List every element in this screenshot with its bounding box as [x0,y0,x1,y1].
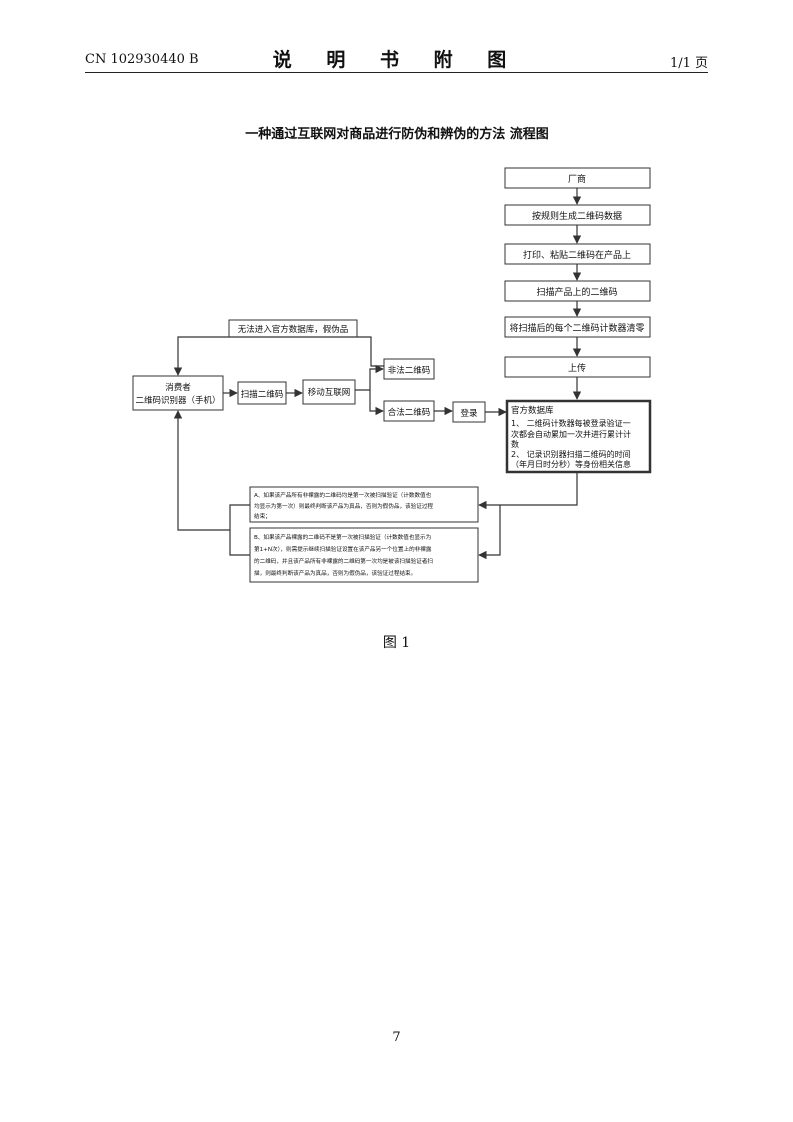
rule-b-line-2: 第1+N次），则需提示继续扫描验证设置在该产品另一个位置上的非裸露 [254,545,432,553]
database-line-1: 1、 二维码计数器每被登录验证一 [511,418,631,428]
consumer-label-line-2: 二维码识别器（手机） [135,395,220,406]
login-label: 登录 [460,408,478,419]
rule-b-line-4: 描，则最终判断该产品为真品，否则为假伪品，该验证过程结束。 [254,569,416,577]
rule-a-line-3: 结束； [254,512,271,520]
manufacturer-label: 厂商 [568,173,586,185]
patent-number: CN 102930440 B [85,52,199,67]
scan-product-qr-label: 扫描产品上的二维码 [536,286,617,298]
database-line-4: 2、 记录识别器扫描二维码的时间 [511,449,631,459]
page-number: 7 [392,1030,401,1045]
arrow-internet-to-illegal [355,364,384,391]
arrow-internet-to-legal [369,390,384,416]
mobile-internet-box [302,379,356,405]
database-line-3: 数 [511,439,519,449]
section-title: 说 明 书 附 图 [272,49,521,71]
legal-qr-label: 合法二维码 [388,407,431,418]
rule-a-line-1: A、如果该产品所有非裸露的二维码均是第一次被扫描验证（计数数值也 [254,491,432,499]
rule-b-box [249,527,479,583]
print-paste-label: 打印、粘贴二维码在产品上 [523,249,631,261]
consumer-box [132,375,224,411]
scan-qr-label: 扫描二维码 [241,389,284,400]
rule-b-line-1: B、如果该产品裸露的二维码不是第一次被扫描验证（计数数值也显示为 [254,533,432,541]
arrow-database-to-rule-a [478,472,578,510]
generate-qr-label: 按规则生成二维码数据 [532,210,622,222]
rule-a-box [249,486,479,523]
database-line-2: 次都会自动累加一次并进行累计计 [511,429,631,439]
line-rule-b-to-consumer [229,530,250,556]
consumer-label-line-1: 消费者 [165,382,191,393]
arrow-illegal-to-consumer [173,336,384,376]
header-rule [85,72,708,73]
arrow-database-to-rule-b [478,505,501,560]
rule-a-line-2: 均显示为第一次）则最终判断该产品为真品，否则为假伪品，该验证过程 [254,502,433,510]
database-title: 官方数据库 [511,405,554,416]
figure-caption: 图 1 [382,635,411,651]
flowchart-title: 一种通过互联网对商品进行防伪和辨伪的方法 流程图 [245,126,549,142]
rule-b-line-3: 的二维码，并且该产品所有非裸露的二维码第一次均是被该扫描验证者扫 [254,557,433,565]
illegal-qr-box [383,358,435,380]
database-line-5: （年月日时分秒）等身份相关信息 [511,459,631,469]
no-access-label: 无法进入官方数据库，假伪品 [238,324,349,335]
reset-counter-label: 将扫描后的每个二维码计数器清零 [509,322,644,334]
illegal-qr-label: 非法二维码 [388,365,431,376]
upload-label: 上传 [568,362,586,374]
arrow-rule-a-to-consumer [173,410,250,531]
official-database-box [505,399,652,474]
mobile-internet-label: 移动互联网 [308,387,351,398]
page-of-count: 1/1 页 [669,56,708,71]
